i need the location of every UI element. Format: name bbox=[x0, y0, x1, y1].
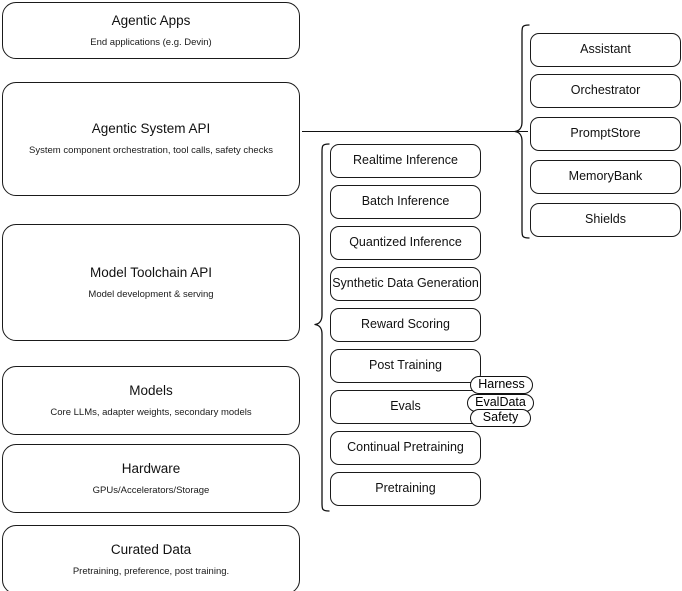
system-item-orchestrator[interactable]: Orchestrator bbox=[530, 74, 681, 108]
layer-title: Agentic System API bbox=[91, 121, 211, 137]
brace-system-column bbox=[514, 24, 530, 239]
layer-title: Hardware bbox=[121, 460, 181, 476]
layer-title: Model Toolchain API bbox=[89, 264, 213, 280]
evals-tag-harness[interactable]: Harness bbox=[470, 376, 533, 394]
brace-toolchain-column bbox=[314, 143, 330, 512]
layer-subtitle: Pretraining, preference, post training. bbox=[72, 565, 230, 577]
layer-box-model-toolchain-api[interactable]: Model Toolchain API Model development & … bbox=[2, 224, 300, 341]
toolchain-item-pretraining[interactable]: Pretraining bbox=[330, 472, 481, 506]
toolchain-item-continual-pretraining[interactable]: Continual Pretraining bbox=[330, 431, 481, 465]
layer-title: Curated Data bbox=[110, 541, 192, 557]
system-item-assistant[interactable]: Assistant bbox=[530, 33, 681, 67]
toolchain-item-synthetic-data-generation[interactable]: Synthetic Data Generation bbox=[330, 267, 481, 301]
system-item-promptstore[interactable]: PromptStore bbox=[530, 117, 681, 151]
connector-system-api-to-system-column bbox=[302, 131, 528, 133]
toolchain-item-evals[interactable]: Evals bbox=[330, 390, 481, 424]
layer-subtitle: Model development & serving bbox=[88, 288, 214, 300]
layer-box-agentic-apps[interactable]: Agentic Apps End applications (e.g. Devi… bbox=[2, 2, 300, 59]
layer-subtitle: End applications (e.g. Devin) bbox=[90, 36, 212, 48]
layer-box-hardware[interactable]: Hardware GPUs/Accelerators/Storage bbox=[2, 444, 300, 513]
system-item-memorybank[interactable]: MemoryBank bbox=[530, 160, 681, 194]
toolchain-item-realtime-inference[interactable]: Realtime Inference bbox=[330, 144, 481, 178]
layer-title: Agentic Apps bbox=[111, 12, 191, 28]
evals-tag-safety[interactable]: Safety bbox=[470, 409, 531, 427]
layer-title: Models bbox=[129, 382, 173, 398]
toolchain-item-batch-inference[interactable]: Batch Inference bbox=[330, 185, 481, 219]
layer-subtitle: GPUs/Accelerators/Storage bbox=[92, 484, 210, 496]
toolchain-item-post-training[interactable]: Post Training bbox=[330, 349, 481, 383]
toolchain-item-reward-scoring[interactable]: Reward Scoring bbox=[330, 308, 481, 342]
layer-subtitle: System component orchestration, tool cal… bbox=[29, 145, 273, 156]
layer-box-agentic-system-api[interactable]: Agentic System API System component orch… bbox=[2, 82, 300, 196]
layer-box-models[interactable]: Models Core LLMs, adapter weights, secon… bbox=[2, 366, 300, 435]
layer-subtitle: Core LLMs, adapter weights, secondary mo… bbox=[50, 406, 252, 418]
layer-box-curated-data[interactable]: Curated Data Pretraining, preference, po… bbox=[2, 525, 300, 591]
system-item-shields[interactable]: Shields bbox=[530, 203, 681, 237]
toolchain-item-quantized-inference[interactable]: Quantized Inference bbox=[330, 226, 481, 260]
